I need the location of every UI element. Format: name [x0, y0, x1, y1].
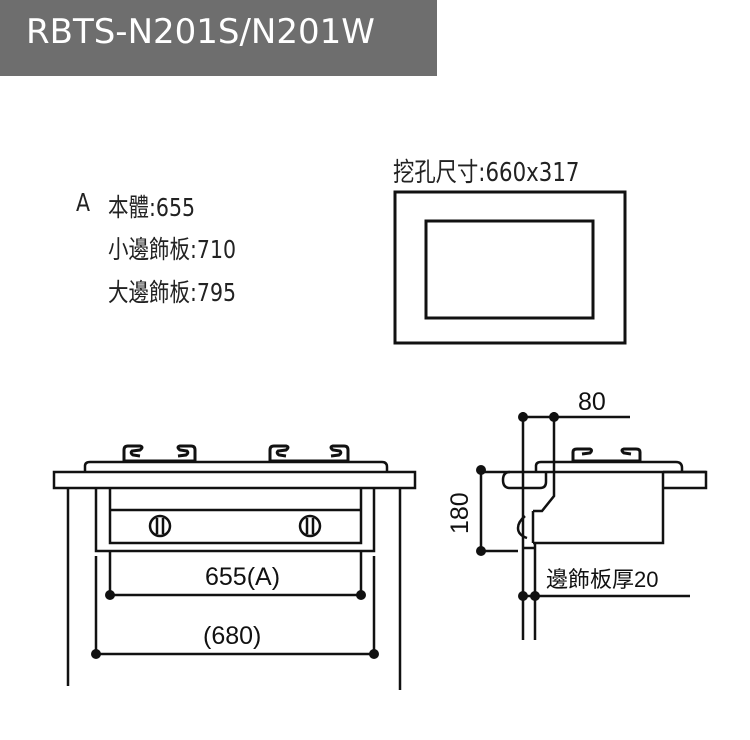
knob-right [298, 514, 322, 538]
dimension-outer-label: (680) [203, 622, 261, 650]
spec-item-large-trim: 大邊飾板:795 [108, 278, 237, 307]
cutout-inner-rect [424, 219, 595, 320]
model-title: RBTS-N201S/N201W [26, 12, 375, 52]
top-plate [83, 460, 389, 472]
trim-plate [52, 470, 417, 490]
title-bar: RBTS-N201S/N201W [0, 0, 437, 76]
cutout-outer-rect [393, 190, 627, 345]
grate-supports [122, 444, 350, 463]
front-view [52, 444, 417, 690]
body-outline [94, 488, 376, 553]
side-view [479, 412, 708, 640]
dimension-body-label: 655(A) [205, 563, 280, 591]
spec-prefix: A [76, 188, 91, 217]
cutout-size-label: 挖孔尺寸:660x317 [393, 158, 580, 188]
knob-left [148, 514, 172, 538]
dimension-180-label: 180 [446, 492, 474, 534]
body-inner [108, 488, 363, 545]
front-dimension-dots [91, 590, 379, 659]
trim-thickness-label: 邊飾板厚20 [546, 567, 658, 592]
cutout-diagram [393, 190, 627, 345]
dimension-80-label: 80 [578, 388, 606, 416]
side-dimension-dots [476, 412, 559, 601]
spec-item-small-trim: 小邊飾板:710 [108, 235, 237, 264]
spec-item-body: 本體:655 [108, 193, 196, 222]
